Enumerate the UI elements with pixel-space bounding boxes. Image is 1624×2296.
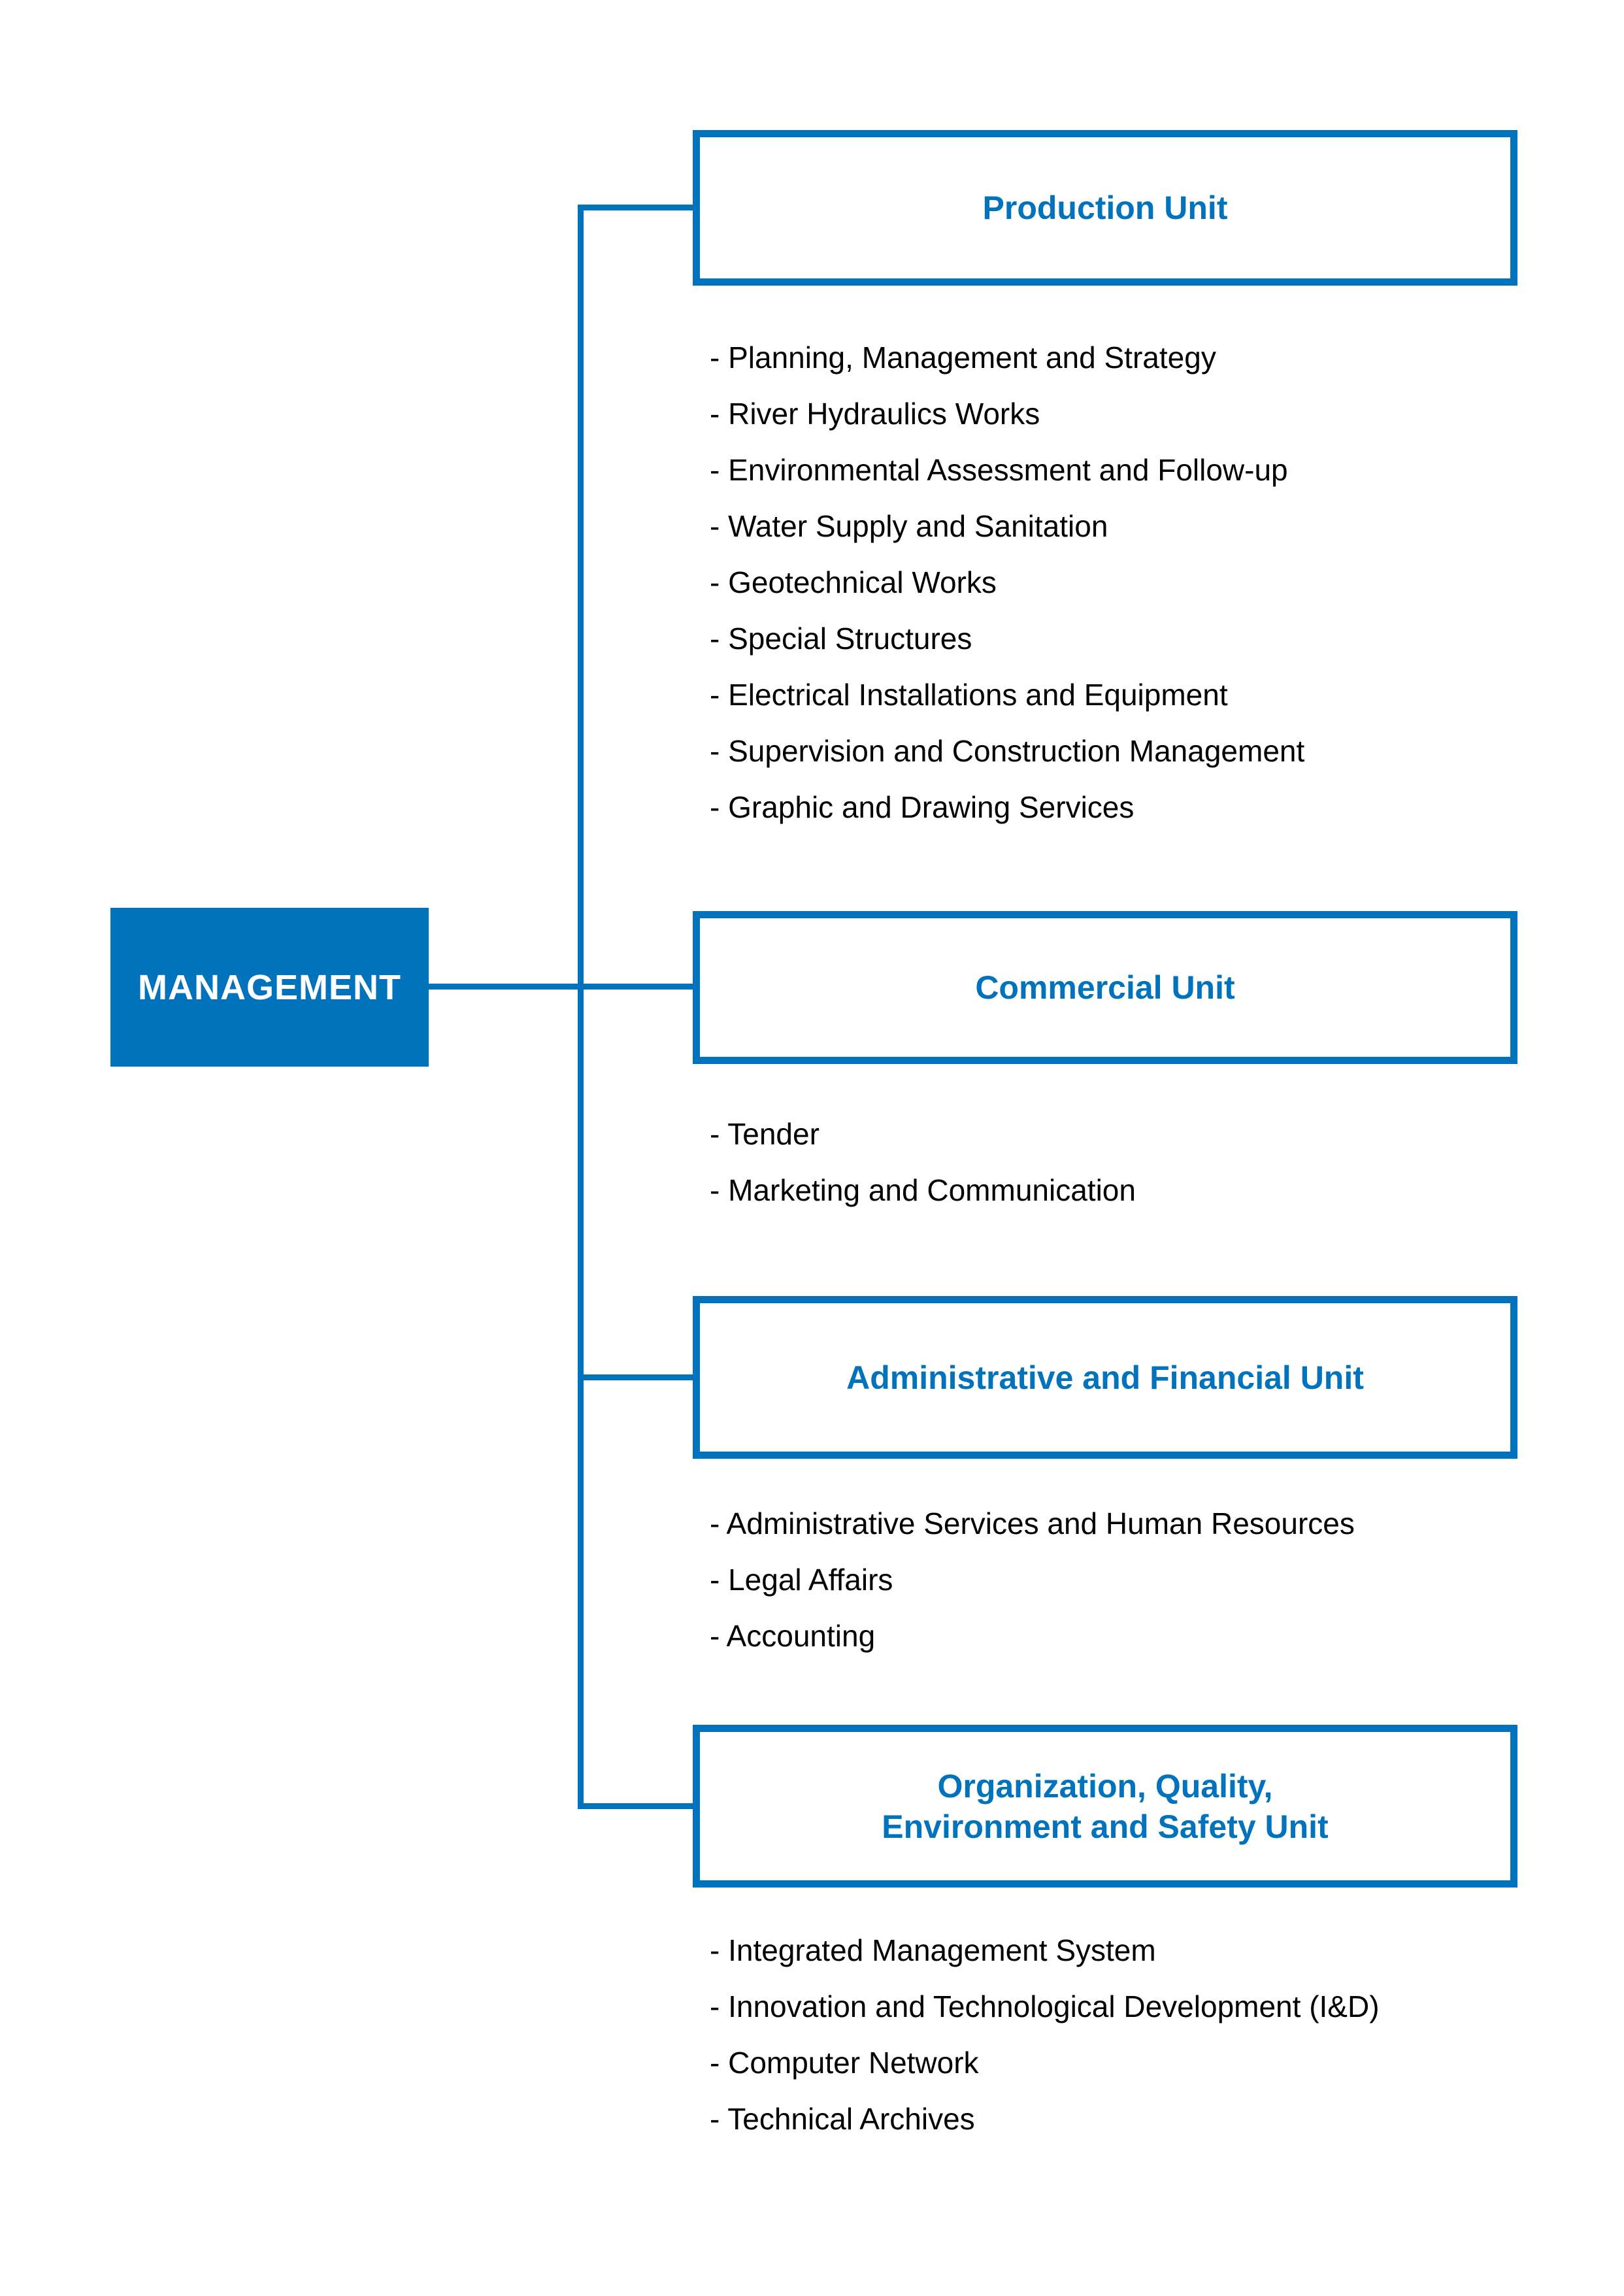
list-item: - Administrative Services and Human Reso… (710, 1506, 1355, 1540)
organization-department-list: - Integrated Management System - Innovat… (710, 1922, 1380, 2147)
commercial-department-list: - Tender - Marketing and Communication (710, 1106, 1136, 1218)
list-item: - Accounting (710, 1619, 876, 1653)
list-item: - Computer Network (710, 2046, 979, 2080)
management-box: MANAGEMENT (110, 908, 429, 1067)
unit-title-production: Production Unit (982, 190, 1228, 226)
management-label: MANAGEMENT (138, 967, 401, 1007)
list-item: - Integrated Management System (710, 1933, 1156, 1967)
unit-title-organization-quality: Organization, Quality, Environment and S… (882, 1767, 1329, 1845)
connector-stub-production (578, 205, 697, 210)
list-item: - Legal Affairs (710, 1563, 893, 1597)
list-item: - Marketing and Communication (710, 1173, 1136, 1207)
unit-box-organization-quality: Organization, Quality, Environment and S… (693, 1725, 1517, 1888)
unit-box-commercial: Commercial Unit (693, 911, 1517, 1064)
connector-stub-administrative (578, 1374, 697, 1380)
unit-box-administrative: Administrative and Financial Unit (693, 1296, 1517, 1459)
administrative-department-list: - Administrative Services and Human Reso… (710, 1495, 1355, 1664)
connector-trunk (578, 205, 584, 1809)
list-item: - Water Supply and Sanitation (710, 509, 1108, 543)
list-item: - Electrical Installations and Equipment (710, 678, 1228, 712)
unit-title-administrative: Administrative and Financial Unit (846, 1359, 1364, 1396)
list-item: - Graphic and Drawing Services (710, 790, 1135, 824)
list-item: - Tender (710, 1117, 820, 1151)
list-item: - River Hydraulics Works (710, 397, 1040, 431)
list-item: - Environmental Assessment and Follow-up (710, 453, 1288, 487)
production-department-list: - Planning, Management and Strategy - Ri… (710, 329, 1304, 835)
connector-management-commercial (425, 984, 697, 990)
list-item: - Planning, Management and Strategy (710, 341, 1216, 374)
unit-box-production: Production Unit (693, 130, 1517, 286)
list-item: - Special Structures (710, 622, 972, 656)
unit-title-commercial: Commercial Unit (975, 969, 1235, 1006)
list-item: - Geotechnical Works (710, 565, 997, 599)
list-item: - Innovation and Technological Developme… (710, 1989, 1380, 2023)
connector-stub-organization (578, 1803, 697, 1809)
list-item: - Supervision and Construction Managemen… (710, 734, 1305, 768)
list-item: - Technical Archives (710, 2102, 975, 2136)
